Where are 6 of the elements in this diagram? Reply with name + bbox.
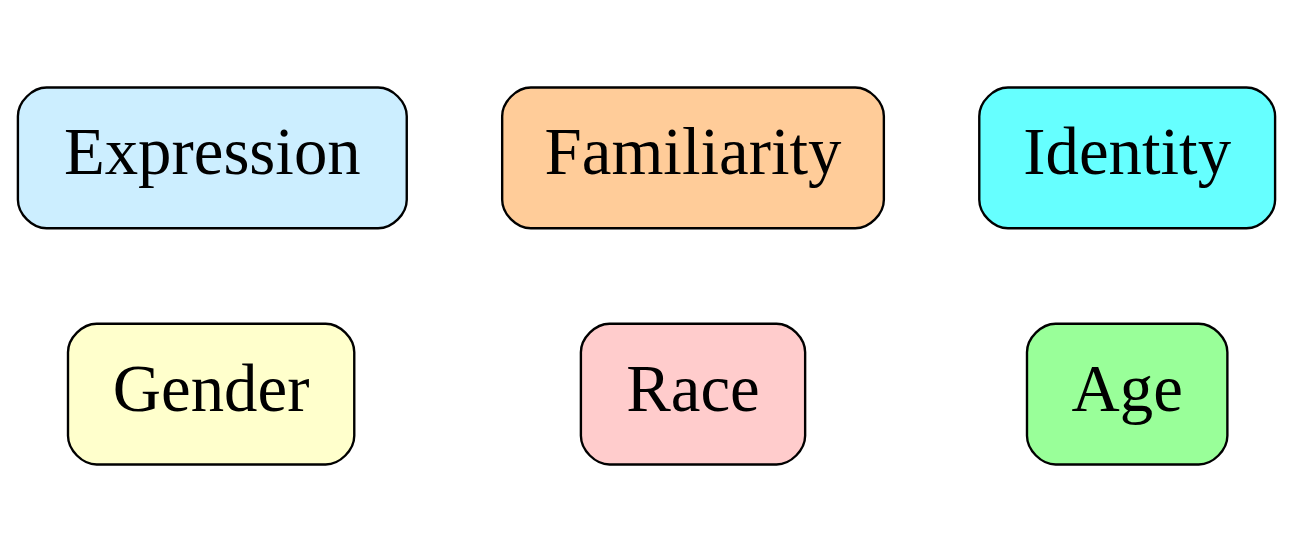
node-box: Race [579,322,807,466]
node-box: Gender [66,322,356,466]
node-box: Expression [16,86,408,230]
node-box: Familiarity [500,86,886,230]
node-box: Identity [978,86,1277,230]
node-box: Age [1025,322,1229,466]
